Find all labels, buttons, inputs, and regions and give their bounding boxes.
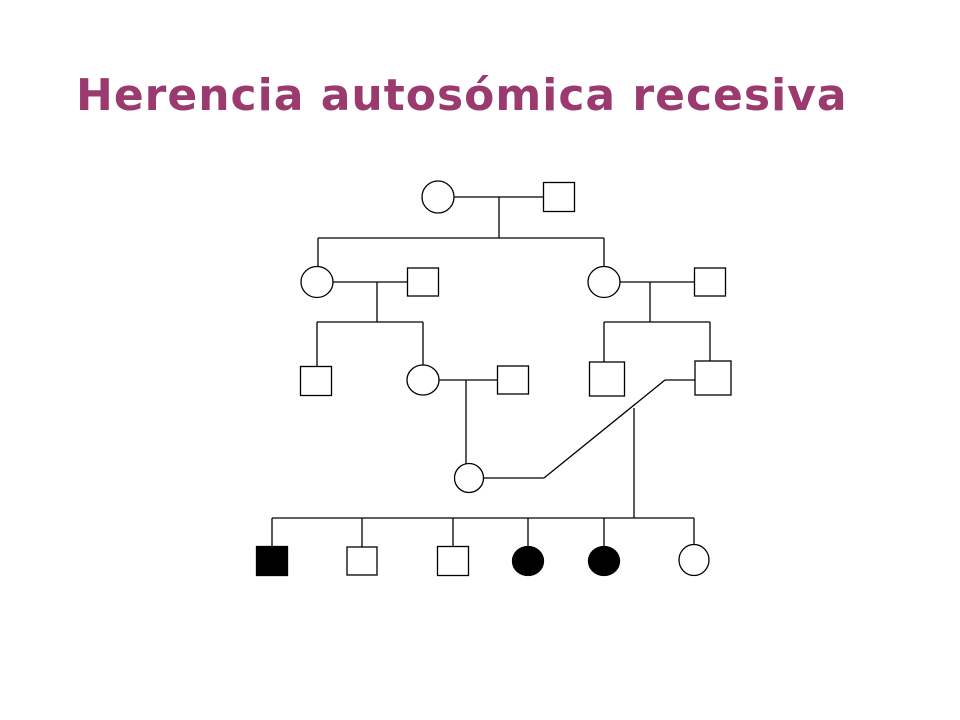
unaffected-female-symbol [587, 265, 621, 299]
unaffected-female-symbol [453, 462, 485, 494]
affected-female-symbol [587, 545, 621, 577]
affected-female-symbol [511, 545, 545, 577]
pedigree-line [543, 379, 666, 479]
unaffected-male-symbol [588, 361, 626, 397]
affected-male-symbol [255, 545, 289, 577]
unaffected-male-symbol [693, 267, 727, 297]
unaffected-male-symbol [436, 545, 470, 577]
unaffected-male-symbol [542, 181, 576, 213]
slide-title: Herencia autosómica recesiva [76, 70, 848, 121]
unaffected-male-symbol [299, 365, 333, 397]
unaffected-male-symbol [346, 546, 378, 576]
unaffected-female-symbol [300, 265, 334, 299]
pedigree-symbols [255, 180, 732, 577]
unaffected-male-symbol [694, 360, 732, 396]
unaffected-female-symbol [406, 364, 440, 396]
unaffected-female-symbol [421, 180, 455, 214]
unaffected-male-symbol [496, 365, 530, 395]
unaffected-female-symbol [678, 543, 710, 577]
unaffected-male-symbol [406, 267, 440, 297]
pedigree-lines [271, 196, 711, 547]
